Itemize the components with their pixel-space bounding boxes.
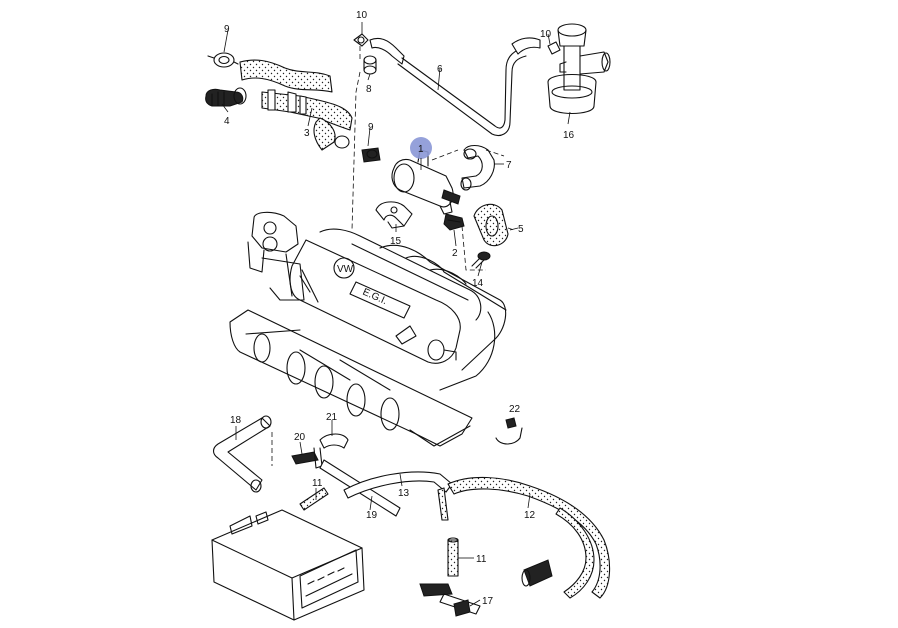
part-6-vacuum-pipe[interactable]	[369, 37, 541, 137]
callout-13: 13	[398, 488, 410, 499]
manifold-badge: VW	[337, 264, 354, 275]
part-13-hose[interactable]	[343, 471, 453, 499]
callout-17: 17	[482, 596, 494, 607]
callout-15: 15	[390, 236, 402, 247]
part-9-small-clamp[interactable]	[334, 135, 381, 163]
part-1-solenoid-valve[interactable]	[391, 149, 461, 215]
callout-22: 22	[509, 404, 521, 415]
part-12-hose[interactable]	[437, 476, 611, 599]
manifold-flange[interactable]	[229, 309, 473, 447]
part-9-hose-clamp[interactable]	[207, 52, 239, 68]
callout-4: 4	[224, 116, 230, 127]
callout-10a: 10	[356, 10, 368, 21]
part-11-hose-upper[interactable]	[299, 487, 329, 511]
callout-6: 6	[437, 64, 443, 75]
part-21-hose[interactable]	[319, 433, 349, 449]
part-2-electrical-connector[interactable]	[443, 213, 465, 231]
callout-2: 2	[452, 248, 458, 259]
callout-21: 21	[326, 412, 338, 423]
part-10-clamp-top[interactable]	[353, 33, 369, 47]
part-16-pressure-regulator-valve[interactable]	[547, 23, 611, 115]
part-17-injector-connector[interactable]	[419, 583, 481, 617]
callout-7: 7	[506, 160, 512, 171]
callouts: 9 4 3 9 10 8 6 10 16 1 7 5 15 2 14 22 18…	[224, 10, 575, 607]
fuel-pressure-regulator[interactable]	[521, 559, 553, 587]
callout-3: 3	[304, 128, 310, 139]
throttle-body[interactable]	[247, 211, 305, 301]
part-11-hose-lower[interactable]	[447, 537, 459, 577]
callout-9b: 9	[368, 122, 374, 133]
callout-10b: 10	[540, 29, 552, 40]
part-8-plug[interactable]	[363, 55, 377, 75]
highlight-marker	[410, 137, 432, 159]
callout-18: 18	[230, 415, 242, 426]
part-10-small-clamp-right[interactable]	[547, 41, 561, 55]
part-15-holder[interactable]	[375, 201, 413, 229]
callout-20: 20	[294, 432, 306, 443]
leader-lines	[221, 22, 571, 607]
part-22-clip[interactable]	[495, 417, 523, 445]
callout-16: 16	[563, 130, 575, 141]
callout-14: 14	[472, 278, 484, 289]
control-unit-canister[interactable]	[211, 509, 365, 621]
part-4-elbow-connector[interactable]	[205, 87, 247, 107]
part-14-bolt[interactable]	[471, 251, 491, 269]
callout-19: 19	[366, 510, 378, 521]
part-5-mounting-bracket[interactable]	[473, 203, 509, 247]
callout-11a: 11	[312, 478, 323, 489]
callout-9a: 9	[224, 24, 230, 35]
part-20-t-connector[interactable]	[291, 447, 323, 469]
callout-11b: 11	[476, 554, 487, 565]
callout-8: 8	[366, 84, 372, 95]
part-18-hose[interactable]	[212, 415, 272, 493]
callout-1: 1	[418, 144, 424, 155]
callout-5: 5	[518, 224, 524, 235]
callout-12: 12	[524, 510, 536, 521]
part-7-hose[interactable]	[460, 144, 495, 191]
part-3-hose-assembly[interactable]	[239, 59, 353, 151]
